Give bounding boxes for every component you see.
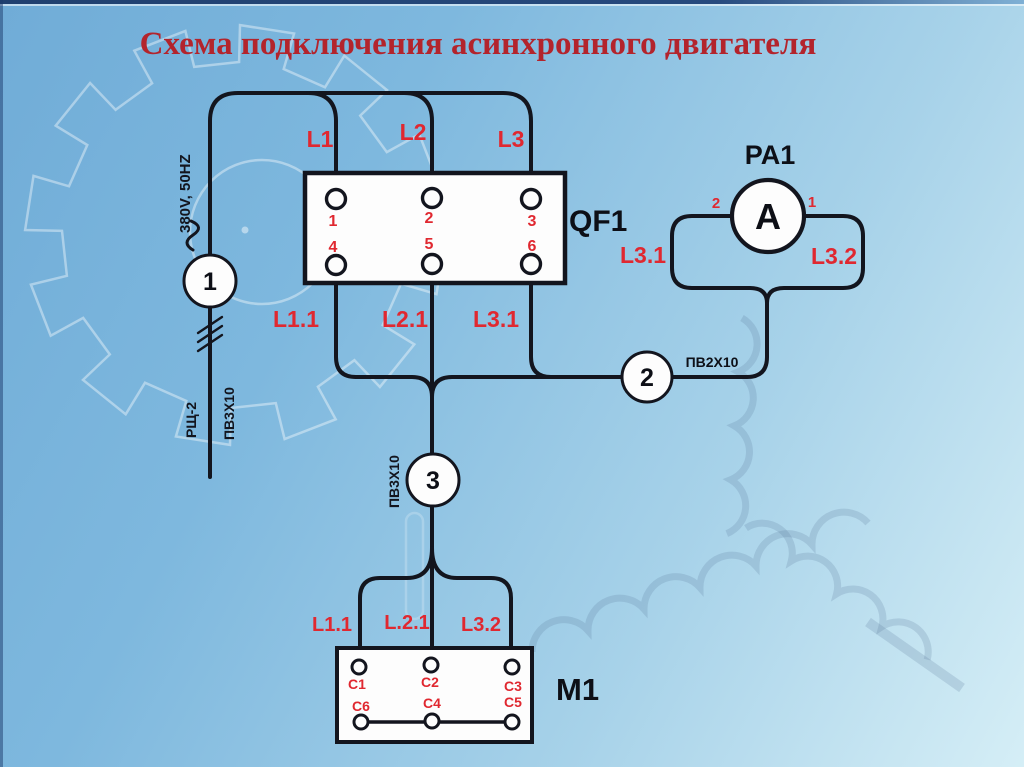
qf1-terminal-5-label: 5	[425, 236, 434, 253]
motor-in-l2-1-label: L.2.1	[384, 612, 430, 634]
qf1-terminal-4	[324, 253, 348, 277]
ammeter-dial-letter: A	[755, 196, 781, 237]
gear-watermark	[23, 23, 447, 621]
motor-terminal-c6	[352, 713, 370, 731]
ammeter-terminal-2-label: 2	[712, 195, 720, 212]
wire-bundle-right	[430, 301, 769, 399]
qf1-terminal-3-label: 3	[528, 213, 537, 230]
motor-c5-label: C5	[504, 694, 522, 710]
phase-labels: L1 L2 L3 L1.1 L2.1 L3.1	[273, 119, 524, 332]
motor-name: M1	[556, 672, 599, 707]
motor-c3-label: C3	[504, 678, 522, 694]
ammeter-dial	[729, 177, 807, 255]
qf1-terminal-3	[519, 187, 543, 211]
qf1-terminal-6-label: 6	[528, 238, 537, 255]
slide-left-edge	[0, 0, 3, 767]
ammeter-cable: 2 ПВ2Х10	[620, 350, 739, 404]
out-l1-1-label: L1.1	[273, 306, 319, 332]
phase-l2-label: L2	[400, 119, 427, 145]
motor-in-l3-2-label: L3.2	[461, 614, 501, 636]
qf1-terminal-6	[519, 252, 543, 276]
ac-sine-icon	[185, 219, 200, 252]
wire-drop-l2	[402, 91, 434, 200]
wire-l3-1-label: L3.1	[620, 242, 666, 268]
wire-split-left	[358, 546, 434, 669]
motor-in-l1-1-label: L1.1	[312, 614, 352, 636]
breaker-qf1: 1 2 3 4 5 6 QF1	[302, 170, 627, 286]
motor-c4-label: C4	[423, 695, 441, 711]
qf1-terminal-1	[324, 187, 348, 211]
cable-node-1	[182, 253, 238, 309]
cable-node-2-number: 2	[640, 364, 654, 392]
qf1-terminal-5	[420, 252, 444, 276]
coil-watermark	[528, 314, 965, 693]
motor-terminal-c4	[423, 712, 441, 730]
wire-drop-l1	[306, 91, 338, 201]
slide-top-edge-highlight	[0, 4, 1024, 6]
out-l2-1-label: L2.1	[382, 306, 428, 332]
motor-terminal-c3	[503, 658, 521, 676]
ammeter-pa1: PA1 A 2 1 L3.1 L3.2	[620, 140, 857, 269]
slide-top-edge	[0, 0, 1024, 4]
supply-voltage-label: 380V, 50HZ	[177, 154, 194, 233]
ammeter-terminal-1-label: 1	[808, 194, 816, 211]
supply-annotations: 380V, 50HZ РЩ-2 ПВ3Х10 1	[177, 154, 238, 440]
motor-c2-label: C2	[421, 674, 439, 690]
cable-core-hatch	[196, 315, 224, 353]
out-l3-1-label: L3.1	[473, 306, 519, 332]
qf1-terminal-2-label: 2	[425, 210, 434, 227]
motor-terminal-c5	[503, 713, 521, 731]
cable-node-3	[405, 452, 461, 508]
qf1-terminal-4-label: 4	[329, 239, 338, 256]
qf1-terminal-1-label: 1	[329, 213, 338, 230]
wire-out-terminal4	[334, 263, 358, 379]
qf1-terminal-2	[420, 186, 444, 210]
page-title: Схема подключения асинхронного двигателя	[140, 26, 817, 62]
ammeter-cable-label: ПВ2Х10	[686, 354, 739, 370]
ammeter-name: PA1	[745, 140, 796, 170]
phase-l3-label: L3	[498, 126, 525, 152]
cable-node-1-number: 1	[203, 268, 217, 296]
cable-node-3-number: 3	[426, 467, 440, 495]
motor-c1-label: C1	[348, 676, 366, 692]
motor-m1: L1.1 L.2.1 L3.2 C1 C2 C3 C6 C4 C5 M1	[312, 612, 599, 744]
breaker-name: QF1	[569, 205, 627, 238]
cable-node-2	[620, 350, 674, 404]
supply-cable-label: ПВ3Х10	[221, 387, 237, 440]
motor-cable-label: ПВ3Х10	[386, 455, 402, 508]
motor-c6-label: C6	[352, 698, 370, 714]
phase-l1-label: L1	[307, 126, 334, 152]
motor-terminal-c2	[422, 656, 440, 674]
wire-split-right	[430, 546, 513, 669]
motor-cable: 3 ПВ3Х10	[386, 452, 461, 508]
supply-panel-label: РЩ-2	[183, 402, 199, 438]
wire-bundle-left	[354, 375, 434, 399]
wire-ammeter-right	[765, 214, 865, 305]
motor-terminal-c1	[350, 658, 368, 676]
wire-l3-2-label: L3.2	[811, 243, 857, 269]
wire-ammeter-left	[670, 214, 769, 305]
wire-supply-bus	[208, 91, 533, 479]
